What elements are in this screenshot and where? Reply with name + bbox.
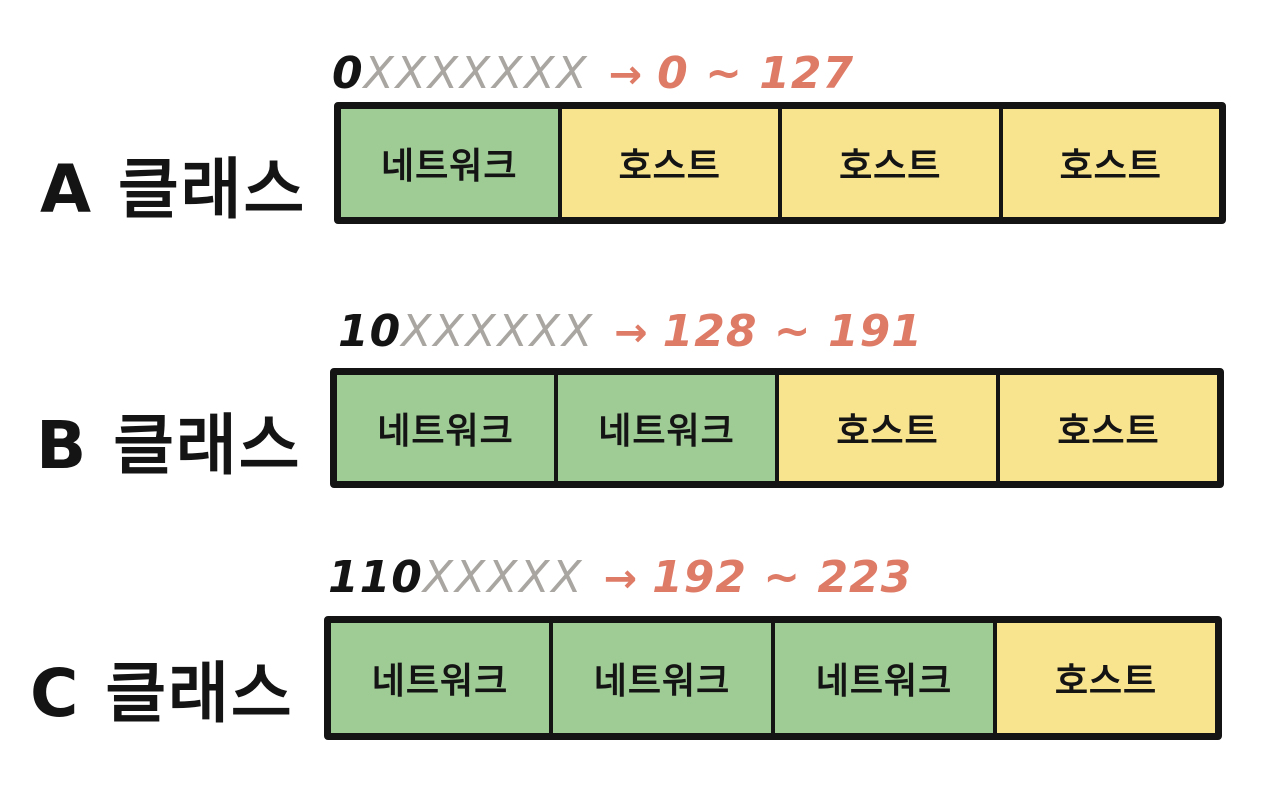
class-b-label: B 클래스 (36, 407, 302, 484)
class-a-mask: XXXXXXX (363, 48, 589, 99)
class-a-octet-4: 호스트 (1002, 109, 1219, 217)
class-c-octet-4: 호스트 (997, 623, 1215, 733)
class-a-range: 0 ~ 127 (657, 48, 855, 99)
class-b-mask: XXXXXX (401, 306, 595, 357)
class-b-arrow-icon: → (614, 310, 649, 356)
class-c-arrow-icon: → (603, 556, 639, 602)
class-a-arrow-icon: → (608, 52, 644, 98)
class-b-leading-bits: 10 XXXXXX → 128 ~ 191 (338, 306, 923, 357)
class-b-octet-4: 호스트 (1000, 375, 1217, 481)
class-b-prefix: 10 (338, 306, 402, 357)
class-c-mask: XXXXX (422, 552, 584, 603)
class-b-range: 128 ~ 191 (662, 306, 923, 357)
class-c-prefix: 110 (328, 552, 423, 603)
class-b-octet-3: 호스트 (779, 375, 996, 481)
class-a-row: 0 XXXXXXX → 0 ~ 127 A 클래스 네트워크 호스트 호스트 호… (0, 40, 1280, 280)
class-a-leading-bits: 0 XXXXXXX → 0 ~ 127 (332, 48, 854, 99)
class-a-octet-3: 호스트 (782, 109, 999, 217)
class-b-row: 10 XXXXXX → 128 ~ 191 B 클래스 네트워크 네트워크 호스… (0, 300, 1280, 540)
class-b-octets: 네트워크 네트워크 호스트 호스트 (330, 368, 1224, 488)
class-b-octet-1: 네트워크 (337, 375, 554, 481)
class-b-octet-2: 네트워크 (558, 375, 775, 481)
class-c-octet-3: 네트워크 (775, 623, 993, 733)
class-c-row: 110 XXXXX → 192 ~ 223 C 클래스 네트워크 네트워크 네트… (0, 548, 1280, 788)
class-a-octet-2: 호스트 (561, 109, 778, 217)
class-c-octet-1: 네트워크 (331, 623, 549, 733)
class-c-leading-bits: 110 XXXXX → 192 ~ 223 (328, 552, 912, 603)
class-c-label: C 클래스 (30, 655, 294, 732)
class-c-range: 192 ~ 223 (652, 552, 913, 603)
class-c-octet-2: 네트워크 (553, 623, 771, 733)
class-a-octets: 네트워크 호스트 호스트 호스트 (334, 102, 1226, 224)
class-a-prefix: 0 (332, 48, 364, 99)
class-a-label: A 클래스 (40, 151, 307, 228)
class-a-octet-1: 네트워크 (341, 109, 558, 217)
class-c-octets: 네트워크 네트워크 네트워크 호스트 (324, 616, 1222, 740)
